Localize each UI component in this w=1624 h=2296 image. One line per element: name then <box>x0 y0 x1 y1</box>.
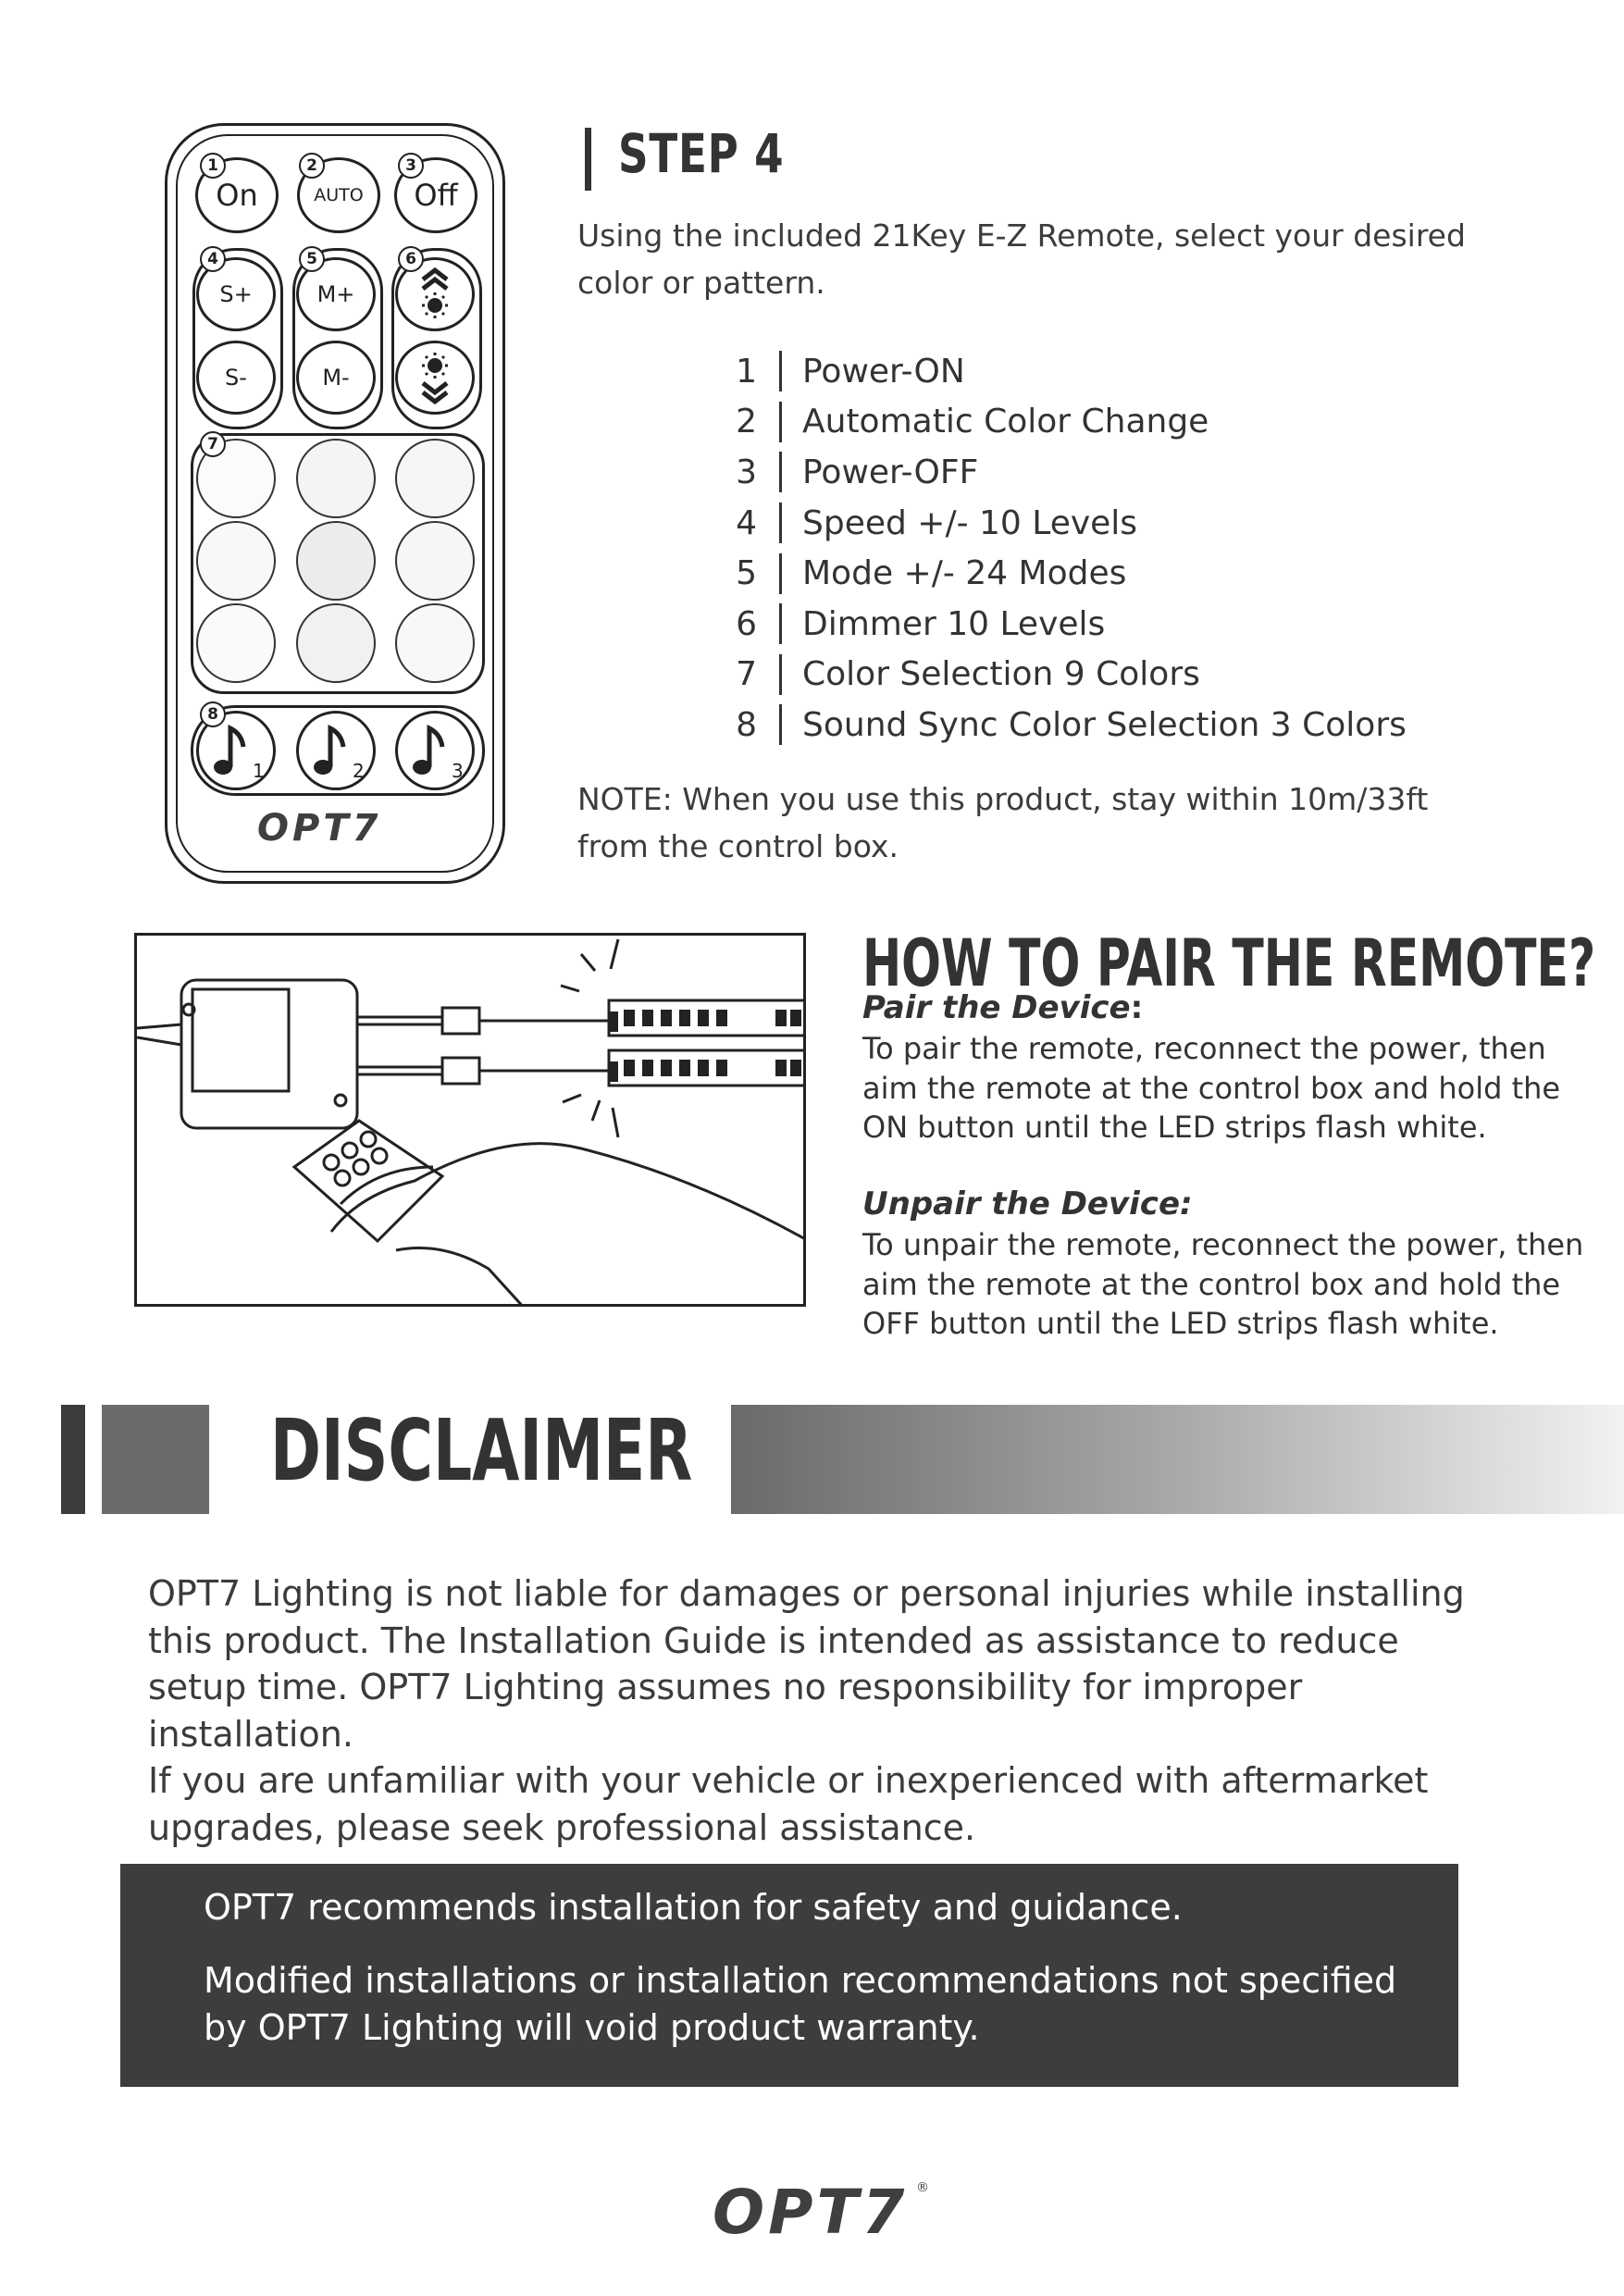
step-title-bar <box>585 128 591 191</box>
music-note-icon <box>413 724 445 775</box>
remote-marker-2: 2 <box>299 153 325 179</box>
unpair-heading: Unpair the Device: <box>862 1185 1193 1222</box>
disclaimer-title: DISCLAIMER <box>270 1401 693 1500</box>
remote-illustration <box>165 123 505 884</box>
dimmer-group <box>391 248 482 429</box>
registered-mark: ® <box>916 2180 929 2195</box>
sound-sync-group <box>191 705 485 796</box>
remote-marker-7: 7 <box>200 431 226 457</box>
music-note-icon <box>214 724 246 775</box>
pairing-illustration <box>134 933 806 1307</box>
color-button-3 <box>395 439 475 518</box>
warranty-notice-box <box>120 1864 1458 2087</box>
color-button-5 <box>296 521 376 601</box>
footer-logo: OPT7 <box>713 2177 909 2248</box>
remote-logo: OPT7 <box>257 807 382 850</box>
mode-group <box>292 248 383 429</box>
disclaimer-bar-dark <box>61 1405 85 1514</box>
mode-down-button: M- <box>296 341 376 415</box>
speed-down-button: S- <box>196 341 276 415</box>
brightness-down-icon <box>421 353 449 405</box>
remote-on-button: On <box>195 157 279 233</box>
music-note-icon <box>314 724 346 775</box>
pair-heading: Pair the Device: <box>862 989 1144 1026</box>
disclaimer-text: OPT7 Lighting is not liable for damages … <box>148 1570 1490 1851</box>
speed-group <box>192 248 283 429</box>
color-button-7 <box>196 603 276 683</box>
sound-sync-button-2: 2 <box>296 711 376 790</box>
color-button-6 <box>395 521 475 601</box>
color-button-9 <box>395 603 475 683</box>
sound-sync-button-3: 3 <box>395 711 475 790</box>
pairing-line-art <box>137 938 803 1304</box>
color-selection-group <box>191 433 485 694</box>
remote-marker-3: 3 <box>398 153 424 179</box>
color-button-4 <box>196 521 276 601</box>
step-note: NOTE: When you use this product, stay wi… <box>577 781 1429 864</box>
step-intro: Using the included 21Key E-Z Remote, sel… <box>577 217 1466 301</box>
remote-marker-1: 1 <box>200 153 226 179</box>
color-button-8 <box>296 603 376 683</box>
remote-marker-5: 5 <box>299 246 325 272</box>
disclaimer-paragraph-2: If you are unfamiliar with your vehicle … <box>148 1760 1429 1848</box>
pair-instructions: To pair the remote, reconnect the power,… <box>862 1031 1561 1145</box>
remote-marker-6: 6 <box>398 246 424 272</box>
color-button-2 <box>296 439 376 518</box>
disclaimer-bar-gray <box>102 1405 209 1514</box>
warranty-line-1: OPT7 recommends installation for safety … <box>204 1887 1183 1928</box>
remote-inner-outline <box>176 134 494 873</box>
remote-marker-4: 4 <box>200 246 226 272</box>
dimmer-down-button <box>395 341 475 415</box>
warranty-line-2: Modified installations or installation r… <box>204 1960 1397 2048</box>
unpair-instructions: To unpair the remote, reconnect the powe… <box>862 1227 1584 1341</box>
remote-marker-8: 8 <box>200 701 226 727</box>
step-title: STEP 4 <box>618 122 785 185</box>
disclaimer-gradient-bar <box>731 1405 1624 1514</box>
pairing-title: HOW TO PAIR THE REMOTE? <box>862 925 1596 1001</box>
disclaimer-paragraph-1: OPT7 Lighting is not liable for damages … <box>148 1573 1465 1755</box>
brightness-up-icon <box>421 267 449 318</box>
